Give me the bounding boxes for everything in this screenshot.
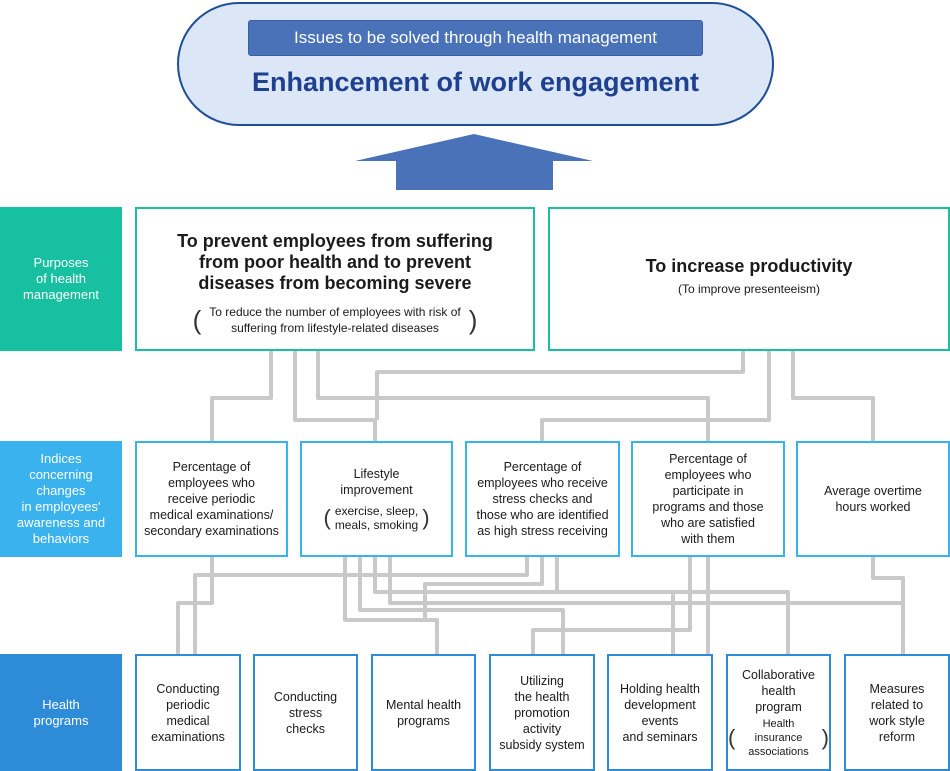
side-label-programs: Health programs [0,654,122,771]
goal-title: Enhancement of work engagement [251,67,700,97]
index-label: Average overtime hours worked [824,484,922,514]
side-label-purposes: Purposes of health management [0,207,122,351]
up-arrow-icon [355,134,593,190]
program-work-style-reform: Measures related to work style reform [844,654,950,771]
connector [540,351,771,441]
index-label: Percentage of employees who receive stre… [476,460,609,538]
program-stress-checks: Conducting stress checks [253,654,358,771]
purpose-increase-productivity: To increase productivity (To improve pre… [548,207,950,351]
purpose-title: To prevent employees from suffering from… [177,231,493,293]
open-paren-icon: ( [323,505,331,530]
program-label: Mental health programs [385,697,462,728]
close-paren-icon: ) [422,505,430,530]
open-paren-icon: ( [192,305,202,335]
program-label: Conducting stress checks [273,689,338,736]
index-medical-exam-rate: Percentage of employees who receive peri… [135,441,288,557]
purpose-note: ( To reduce the number of employees with… [193,304,478,336]
purpose-prevent-poor-health: To prevent employees from suffering from… [135,207,535,351]
connector [375,351,745,420]
program-mental-health: Mental health programs [371,654,476,771]
program-note-text: Health insurance associations [748,717,809,758]
connector [423,557,544,620]
program-note: ( Health insurance associations ) [728,717,829,759]
close-paren-icon: ) [821,724,829,750]
program-label: Measures related to work style reform [869,681,925,744]
program-collaborative-health: Collaborative health program ( Health in… [726,654,831,771]
connector [791,351,875,441]
connector [343,557,439,654]
index-program-participation: Percentage of employees who participate … [631,441,785,557]
connector [388,557,905,654]
goal-subtitle: Issues to be solved through health manag… [248,20,703,56]
program-label: Conducting periodic medical examinations [151,681,225,744]
close-paren-icon: ) [468,305,478,335]
program-label: Utilizing the health promotion activity … [499,673,585,752]
program-label: Collaborative health program [742,667,815,714]
program-events-seminars: Holding health development events and se… [607,654,713,771]
index-label: Percentage of employees who participate … [652,452,764,546]
index-note: ( exercise, sleep, meals, smoking ) [323,504,429,532]
connector [373,557,675,654]
index-label: Percentage of employees who receive peri… [144,460,279,538]
index-label: Lifestyle improvement [340,467,413,497]
purpose-note-text: To reduce the number of employees with r… [209,305,461,335]
index-lifestyle-improvement: Lifestyle improvement ( exercise, sleep,… [300,441,453,557]
index-stress-check-rate: Percentage of employees who receive stre… [465,441,620,557]
connector [293,351,377,441]
program-label: Holding health development events and se… [620,681,700,744]
connector [871,557,905,603]
side-label-indices: Indices concerning changes in employees'… [0,441,122,557]
index-note-text: exercise, sleep, meals, smoking [334,504,419,532]
program-periodic-exams: Conducting periodic medical examinations [135,654,241,771]
open-paren-icon: ( [728,724,736,750]
index-overtime-hours: Average overtime hours worked [796,441,950,557]
purpose-title: To increase productivity [645,256,853,276]
purpose-note-text: (To improve presenteeism) [677,282,821,296]
connector [210,351,273,441]
program-subsidy-system: Utilizing the health promotion activity … [489,654,595,771]
connector [555,557,790,654]
